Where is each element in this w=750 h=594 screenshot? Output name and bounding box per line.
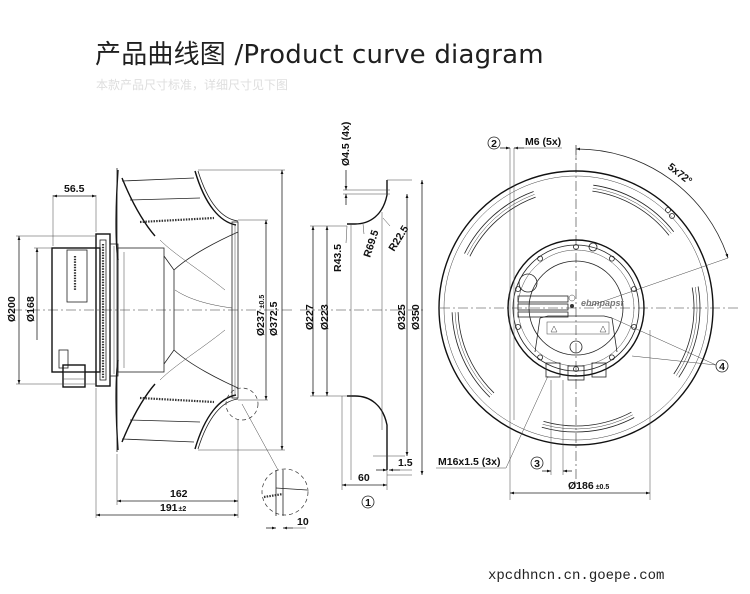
front-slot [466, 194, 535, 256]
motor-screw [515, 323, 521, 330]
callout-2-circle [487, 136, 501, 150]
angle-dimension-arc [575, 147, 729, 259]
callout-4: 4 [719, 361, 725, 373]
rotor-hub [117, 247, 175, 373]
dim-wheel-inlet-tol: ±0.5 [259, 295, 266, 309]
page-title: 产品曲线图 /Product curve diagram [95, 40, 544, 70]
dim-outer-dia: Ø200 [6, 296, 18, 322]
callout-4-circle [715, 359, 729, 373]
side-view: 56.5 Ø200 Ø168 Ø237±0.5 Ø372.5 162 191±2… [6, 168, 309, 530]
dim-thickness: 1.5 [398, 457, 413, 469]
front-slot [451, 312, 491, 398]
callout-2: 2 [491, 138, 497, 150]
svg-text:Ø186±0.5: Ø186±0.5 [568, 480, 609, 492]
motor-housing [51, 233, 119, 388]
dim-dia-227: Ø227 [304, 304, 316, 330]
dim-dia-223: Ø223 [319, 304, 331, 330]
callout-3: 3 [534, 458, 540, 470]
dim-length-total: 191 [160, 502, 178, 514]
dim-hole-dia: Ø4.5 (4x) [340, 122, 352, 166]
dim-depth: 60 [358, 472, 370, 484]
brand-logo: ebmpapst [581, 298, 625, 308]
dim-inner-dia: Ø168 [25, 296, 37, 322]
front-slot [678, 286, 701, 378]
front-slot [541, 417, 635, 433]
dim-radius-43-5: R43.5 [332, 244, 344, 272]
motor-screw [515, 286, 521, 293]
front-slot [542, 414, 633, 430]
front-slot [469, 196, 536, 257]
front-slot [592, 187, 672, 234]
callout-1-circle [361, 495, 375, 509]
warning-label [546, 321, 610, 335]
motor-screw [537, 354, 543, 361]
motor-screw [537, 255, 543, 262]
page-subtitle: 本款产品尺寸标准，详细尺寸见下图 [96, 78, 289, 92]
dim-angle: 5x72° [665, 161, 694, 187]
dim-radius-69-5: R69.5 [361, 228, 381, 259]
front-motor-port [518, 273, 538, 293]
watermark: xpcdhncn.cn.goepe.com [488, 568, 665, 584]
front-slot [457, 312, 495, 394]
dim-motor-depth: 56.5 [64, 183, 85, 195]
motor-screw [573, 366, 579, 372]
dim-wheel-inlet-dia: Ø237 [255, 310, 267, 336]
front-slot [543, 411, 632, 427]
dim-bolt-circle: Ø186 [568, 480, 594, 492]
callout-3-circle [530, 456, 544, 470]
detail-leader [241, 403, 279, 471]
detail-circle-small [225, 387, 259, 421]
svg-text:Ø237±0.5: Ø237±0.5 [255, 295, 267, 336]
front-slot [676, 286, 698, 376]
dim-dia-325: Ø325 [396, 304, 408, 330]
front-slot [673, 287, 695, 375]
front-slot [593, 184, 675, 232]
ground-symbol-icon [569, 340, 583, 354]
dim-thread-m6: M6 (5x) [525, 136, 561, 148]
dim-length-total-tol: ±2 [179, 506, 187, 513]
dim-dia-350: Ø350 [410, 304, 422, 330]
callout-1: 1 [365, 497, 371, 509]
front-view: ebmpapst 2 M6 (5x) 5x72° [436, 136, 740, 500]
detail-view [261, 468, 309, 516]
front-slot [464, 191, 534, 254]
impeller [115, 168, 239, 452]
front-slot [454, 312, 493, 396]
svg-text:191±2: 191±2 [160, 502, 186, 514]
dim-length-inner: 162 [170, 488, 188, 500]
motor-screw [631, 286, 637, 293]
dim-detail-width: 10 [297, 516, 309, 528]
dim-cable-gland: M16x1.5 (3x) [438, 456, 500, 468]
dim-bolt-circle-tol: ±0.5 [596, 484, 610, 491]
inlet-ring-profile-bottom [347, 395, 388, 470]
motor-screw [609, 255, 615, 262]
inlet-ring-profile-top [347, 180, 388, 225]
dim-radius-22-5: R22.5 [386, 223, 411, 253]
inlet-ring-view: Ø4.5 (4x) R43.5 R69.5 R22.5 Ø227 Ø223 Ø3… [300, 122, 425, 509]
motor-screw [609, 354, 615, 361]
dim-wheel-outer-dia: Ø372.5 [268, 301, 280, 336]
